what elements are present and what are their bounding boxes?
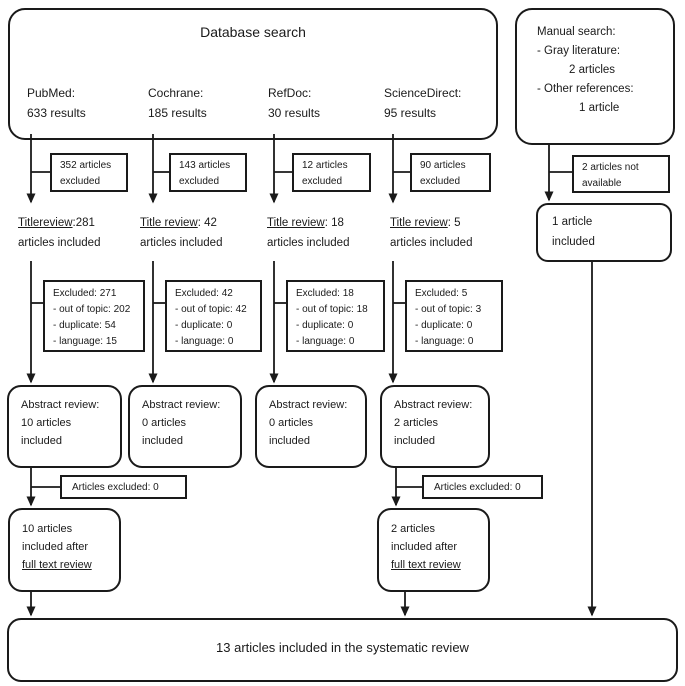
abstract-review-box-col1: Abstract review: 10 articles included <box>7 385 122 468</box>
abstract-review-box-col4: Abstract review: 2 articles included <box>380 385 490 468</box>
title-review-box-col4: Title review: 5 articles included <box>378 205 492 262</box>
excluded-detail-box-col3: Excluded: 18 - out of topic: 18 - duplic… <box>286 280 385 352</box>
manual-other-label: - Other references: <box>537 82 634 95</box>
source-box-pubmed: PubMed: 633 results <box>16 71 130 135</box>
manual-gray-label: - Gray literature: <box>537 44 621 57</box>
source-name: PubMed: <box>27 85 76 100</box>
abstract-review-box-col2: Abstract review: 0 articles included <box>128 385 242 468</box>
title-review-box-col2: Title review: 42 articles included <box>128 205 242 262</box>
source-box-sciencedirect: ScienceDirect: 95 results <box>373 71 487 135</box>
excluded-box-col4: 90 articles excluded <box>410 153 491 192</box>
final-result-box: 13 articles included in the systematic r… <box>7 618 678 682</box>
excluded-box-col3: 12 articles excluded <box>292 153 371 192</box>
manual-other-value: 1 article <box>579 101 620 114</box>
source-box-cochrane: Cochrane: 185 results <box>137 71 245 135</box>
source-name: RefDoc: <box>268 85 312 100</box>
abstract-review-box-col3: Abstract review: 0 articles included <box>255 385 367 468</box>
database-search-title: Database search <box>200 24 306 40</box>
manual-gray-value: 2 articles <box>569 63 616 76</box>
source-count: 95 results <box>384 106 437 120</box>
fulltext-review-box-col1: 10 articles included after full text rev… <box>8 508 121 592</box>
source-count: 185 results <box>148 106 207 120</box>
source-box-refdoc: RefDoc: 30 results <box>257 71 364 135</box>
excluded-detail-box-col4: Excluded: 5 - out of topic: 3 - duplicat… <box>405 280 503 352</box>
final-result-text: 13 articles included in the systematic r… <box>216 639 469 655</box>
source-name: ScienceDirect: <box>384 85 462 100</box>
manual-search-title: Manual search: <box>537 26 616 38</box>
title-review-box-col3: Title review: 18 articles included <box>255 205 367 262</box>
manual-included-box: 1 article included <box>536 203 672 262</box>
articles-excluded-box-col1: Articles excluded: 0 <box>60 475 187 499</box>
excluded-box-col2: 143 articles excluded <box>169 153 247 192</box>
manual-not-available-box: 2 articles not available <box>572 155 670 193</box>
excluded-box-col1: 352 articles excluded <box>50 153 128 192</box>
excluded-detail-box-col2: Excluded: 42 - out of topic: 42 - duplic… <box>165 280 262 352</box>
title-review-box-col1: Titlereview:281 articles included <box>6 205 122 262</box>
articles-excluded-box-col4: Articles excluded: 0 <box>422 475 543 499</box>
manual-search-box: Manual search: - Gray literature: 2 arti… <box>515 8 675 145</box>
excluded-detail-box-col1: Excluded: 271 - out of topic: 202 - dupl… <box>43 280 145 352</box>
source-count: 30 results <box>268 106 321 120</box>
source-name: Cochrane: <box>148 85 204 100</box>
fulltext-review-box-col4: 2 articles included after full text revi… <box>377 508 490 592</box>
source-count: 633 results <box>27 106 86 120</box>
